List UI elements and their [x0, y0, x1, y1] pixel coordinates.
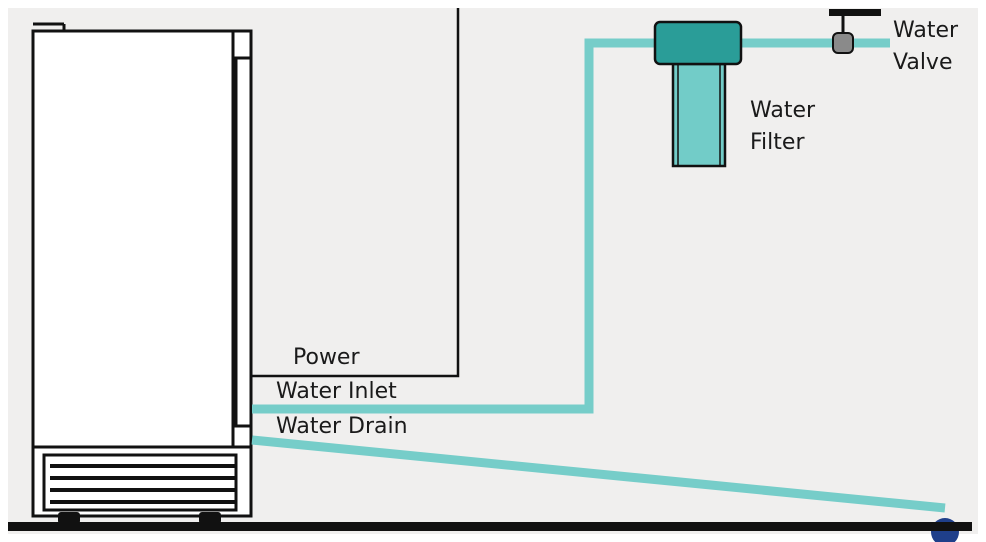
- label-water-filter-line2: Filter: [750, 130, 805, 155]
- label-water-drain: Water Drain: [276, 414, 408, 439]
- label-water-inlet: Water Inlet: [276, 379, 397, 404]
- door-handle: [234, 56, 253, 428]
- floor-line: [8, 522, 972, 531]
- water-filter: [653, 20, 743, 168]
- ice-maker-foot-right: [199, 512, 221, 524]
- label-power: Power: [293, 345, 360, 370]
- filter-body: [671, 62, 727, 168]
- filter-cap: [653, 20, 743, 66]
- water-valve: [829, 9, 881, 54]
- label-water-valve-line1: Water: [893, 18, 959, 43]
- label-water-valve-line2: Valve: [893, 50, 953, 75]
- ice-maker-door: [31, 29, 235, 449]
- ice-maker-unit: [31, 22, 253, 518]
- power-cord: [252, 8, 460, 378]
- valve-body: [832, 32, 854, 54]
- water-drain-line: [251, 435, 946, 513]
- ice-maker-foot-left: [58, 512, 80, 524]
- valve-handle: [829, 9, 881, 16]
- label-water-filter-line1: Water: [750, 98, 816, 123]
